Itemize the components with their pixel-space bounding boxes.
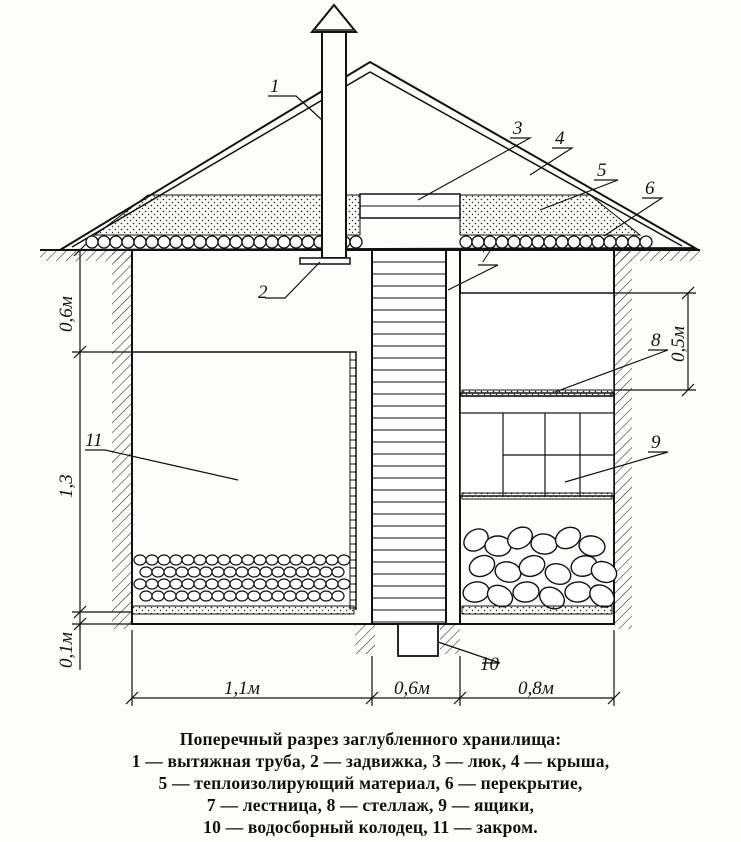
bin-floor xyxy=(131,605,355,615)
storage-bin xyxy=(132,351,357,610)
caption-line-3: 7 — лестница, 8 — стеллаж, 9 — ящики, xyxy=(206,795,535,815)
label-6: 6 xyxy=(645,178,655,199)
label-3: 3 xyxy=(512,118,523,139)
dim-0-1m: 0,1м xyxy=(56,632,77,668)
insulation-layer xyxy=(93,194,642,236)
part-labels: 1 2 3 4 5 6 7 8 9 10 11 xyxy=(85,76,661,675)
dim-0-8m: 0,8м xyxy=(518,678,554,699)
label-8: 8 xyxy=(651,330,661,351)
label-4: 4 xyxy=(555,128,565,149)
caption-line-2: 5 — теплоизолирующий материал, 6 — перек… xyxy=(158,773,583,793)
dimension-left xyxy=(72,243,132,670)
bin-slats xyxy=(350,359,356,609)
ceiling-logs xyxy=(85,235,653,249)
figure-caption: Поперечный разрез заглубленного хранилищ… xyxy=(0,728,741,838)
caption-line-4: 10 — водосборный колодец, 11 — закром. xyxy=(203,817,538,837)
hatch-cover xyxy=(359,193,461,219)
shelving xyxy=(459,250,615,624)
label-10: 10 xyxy=(480,654,500,675)
label-11: 11 xyxy=(85,430,103,451)
exhaust-pipe xyxy=(309,3,359,259)
label-1: 1 xyxy=(270,76,280,97)
rack-shelf xyxy=(461,389,613,397)
label-5: 5 xyxy=(597,160,607,181)
caption-line-1: 1 — вытяжная труба, 2 — задвижка, 3 — лю… xyxy=(131,751,610,771)
dimension-right xyxy=(614,286,696,397)
dimension-bottom xyxy=(125,630,621,706)
dim-1-3: 1,3 xyxy=(56,474,77,498)
dim-1-1m: 1,1м xyxy=(224,678,260,699)
bottom-shelf-right xyxy=(461,605,613,615)
label-9: 9 xyxy=(651,432,661,453)
ladder xyxy=(371,249,447,625)
sump-well xyxy=(397,623,439,657)
damper xyxy=(299,257,351,265)
dim-0-6m-vertical: 0,6м xyxy=(56,296,77,332)
label-2: 2 xyxy=(258,282,268,303)
leader-lines xyxy=(85,95,669,664)
storage-cross-section-diagram: 1 2 3 4 5 6 7 8 9 10 11 0,6м 1,3 0,1м 0,… xyxy=(40,3,700,706)
caption-title: Поперечный разрез заглубленного хранилищ… xyxy=(179,729,562,749)
potatoes-left xyxy=(133,554,351,602)
ground-hatching xyxy=(40,249,700,654)
dim-0-5m: 0,5м xyxy=(668,326,689,362)
crates xyxy=(459,395,615,500)
potatoes-right xyxy=(462,526,618,610)
label-7: 7 xyxy=(481,246,492,267)
dim-0-6m-horizontal: 0,6м xyxy=(394,678,430,699)
